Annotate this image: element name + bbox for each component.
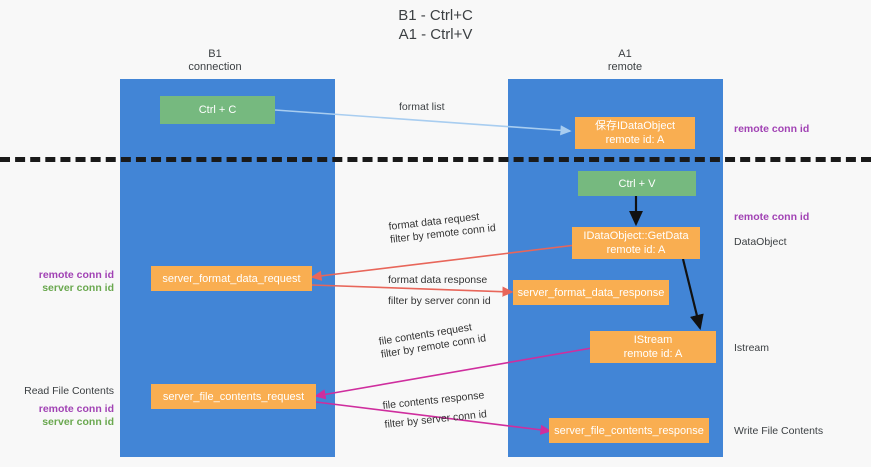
box-idataobject-getdata[interactable]: IDataObject::GetData remote id: A <box>572 227 700 259</box>
box-istream-line1: IStream <box>633 334 673 346</box>
box-save-idataobject[interactable]: 保存IDataObject remote id: A <box>575 117 695 149</box>
column-header-left-name: B1 <box>208 48 222 60</box>
label-format-data-response-line1: format data response <box>388 274 488 286</box>
box-server-format-data-response[interactable]: server_format_data_response <box>513 280 669 305</box>
box-ctrl-c-label: Ctrl + C <box>198 104 237 116</box>
label-format-data-response: format data response filter by server co… <box>388 274 491 308</box>
box-server-format-data-request[interactable]: server_format_data_request <box>151 266 312 291</box>
box-server-file-contents-request[interactable]: server_file_contents_request <box>151 384 316 409</box>
annotation-left-remote-conn-id-2: remote conn id <box>38 403 114 415</box>
arrow-file-contents-response <box>315 401 552 435</box>
label-format-list: format list <box>399 101 445 114</box>
box-server-file-contents-request-label: server_file_contents_request <box>162 390 305 403</box>
arrow-file-contents-request <box>314 347 593 400</box>
annotation-right-write-file-contents: Write File Contents <box>734 425 824 437</box>
arrow-format-list <box>274 109 572 136</box>
annotation-left-remote-conn-id-1: remote conn id <box>38 269 114 281</box>
label-format-data-response-line2: filter by server conn id <box>388 295 491 308</box>
title-line-1: B1 - Ctrl+C <box>398 7 473 24</box>
arrow-getdata-to-istream <box>681 258 704 331</box>
box-save-idataobject-line1: 保存IDataObject <box>594 120 676 132</box>
box-ctrl-c[interactable]: Ctrl + C <box>160 96 275 124</box>
phase-separator <box>0 157 871 162</box>
box-server-format-data-response-label: server_format_data_response <box>517 286 665 299</box>
annotation-right-remote-conn-id-top: remote conn id <box>734 123 810 135</box>
annotation-right-istream: Istream <box>734 342 770 354</box>
box-ctrl-v[interactable]: Ctrl + V <box>578 171 696 196</box>
page-title: B1 - Ctrl+C A1 - Ctrl+V <box>0 6 871 44</box>
column-header-right-name: A1 <box>618 48 632 60</box>
annotation-right-dataobject: DataObject <box>734 236 787 248</box>
label-format-data-response-filter-prefix: filter by <box>388 295 425 307</box>
box-ctrl-v-label: Ctrl + V <box>618 177 656 190</box>
annotation-left-read-file-contents: Read File Contents <box>24 385 114 397</box>
box-save-idataobject-line2: remote id: A <box>605 134 665 146</box>
column-header-left: B1 connection <box>155 48 275 74</box>
label-file-contents-response-filter-prefix: filter by <box>383 415 422 431</box>
box-idataobject-getdata-line1: IDataObject::GetData <box>583 230 689 242</box>
box-istream[interactable]: IStream remote id: A <box>590 331 716 363</box>
box-server-file-contents-response-label: server_file_contents_response <box>554 424 704 437</box>
arrow-format-data-request <box>310 244 577 281</box>
box-server-file-contents-response[interactable]: server_file_contents_response <box>549 418 709 443</box>
annotation-left-server-conn-id-2: server conn id <box>42 416 114 428</box>
box-istream-line2: remote id: A <box>623 348 683 360</box>
column-header-right: A1 remote <box>565 48 685 74</box>
arrow-format-data-response <box>311 284 514 297</box>
annotation-right-remote-conn-id-mid: remote conn id <box>734 211 810 223</box>
column-header-right-role: remote <box>607 61 643 73</box>
annotation-left-server-conn-id-1: server conn id <box>42 282 114 294</box>
box-server-format-data-request-label: server_format_data_request <box>162 272 301 285</box>
label-format-list-text: format list <box>399 101 445 113</box>
title-line-2: A1 - Ctrl+V <box>398 26 473 43</box>
label-format-data-response-filter-key: server conn id <box>424 295 491 307</box>
column-header-left-role: connection <box>188 61 242 73</box>
box-idataobject-getdata-line2: remote id: A <box>606 244 666 256</box>
